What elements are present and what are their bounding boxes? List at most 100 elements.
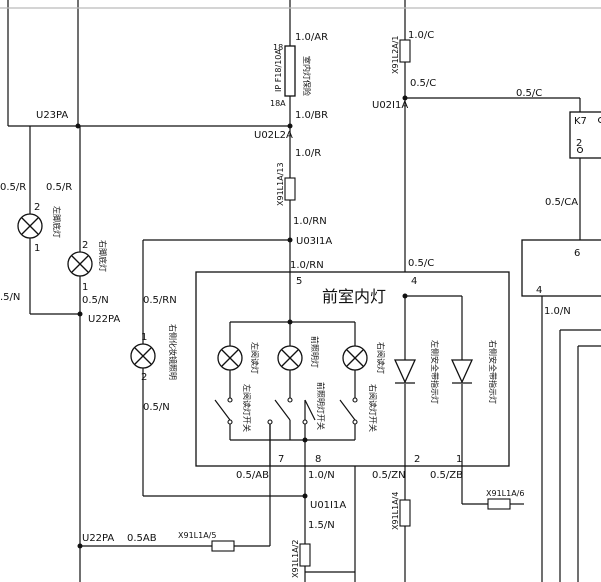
wire-label: 1.0/RN bbox=[293, 216, 327, 227]
junction-u22pa-b bbox=[77, 543, 83, 549]
switch-left-contact2 bbox=[227, 419, 233, 425]
connector-x91l2a-1 bbox=[399, 39, 411, 63]
component-label: 前照明灯开关 bbox=[316, 382, 326, 430]
wire-label: 1.5/N bbox=[308, 520, 335, 531]
left-belt-led-symbol bbox=[393, 359, 417, 384]
right-module-box bbox=[521, 239, 601, 297]
wire-label: 0.5/RN bbox=[143, 295, 177, 306]
wire-label: 0.5/ZB bbox=[430, 470, 463, 481]
junction-u01i1a bbox=[302, 493, 308, 499]
junction-led-feed bbox=[402, 293, 408, 299]
pin-number: 2 bbox=[576, 138, 582, 149]
wire-label: 0.5/N bbox=[143, 402, 170, 413]
connector-label: X91L1A/6 bbox=[486, 489, 524, 498]
switch-mid-contact2 bbox=[267, 419, 273, 425]
connector-label: X91L1A/2 bbox=[291, 540, 300, 578]
switch-right-contact2 bbox=[352, 419, 358, 425]
wire-label: 1.0/R bbox=[295, 148, 321, 159]
fuse-pin-bottom: 18A bbox=[270, 99, 286, 108]
component-label: 左阅读灯开关 bbox=[242, 384, 252, 432]
right-foot-lamp-symbol bbox=[67, 251, 93, 277]
switch-right-blade bbox=[339, 399, 356, 421]
splice-label: U03I1A bbox=[296, 236, 332, 247]
wire-label: 0.5/AB bbox=[236, 470, 269, 481]
fuse-name: 室内灯保险 bbox=[302, 56, 312, 96]
pin-number: 4 bbox=[411, 276, 417, 287]
right-vanity-lamp-symbol bbox=[130, 343, 156, 369]
splice-label: U22PA bbox=[88, 314, 120, 325]
wire-label: 1.0/AR bbox=[295, 32, 328, 43]
wire-label: 1.0/N bbox=[544, 306, 571, 317]
junction-internal-bus bbox=[287, 319, 293, 325]
component-label: 左阅读灯 bbox=[250, 342, 260, 374]
left-read-lamp-symbol bbox=[217, 345, 243, 371]
component-label: 右侧化妆镜照明 bbox=[168, 324, 178, 380]
wire-label: 0.5/C bbox=[516, 88, 542, 99]
switch-mid-contact bbox=[287, 397, 293, 403]
k7-label: K7 bbox=[574, 116, 587, 127]
pin-number: 6 bbox=[574, 248, 580, 259]
connector-label: X91L1A/13 bbox=[276, 162, 285, 206]
junction-u22pa-a bbox=[77, 311, 83, 317]
fuse-body bbox=[284, 45, 296, 97]
wire-label: 0.5/ZN bbox=[372, 470, 406, 481]
switch-right-contact bbox=[352, 397, 358, 403]
wire-label: 1.0/N bbox=[308, 470, 335, 481]
module-title: 前室内灯 bbox=[322, 287, 386, 306]
connector-x91l1a-13 bbox=[284, 177, 296, 201]
pin-number: 2 bbox=[82, 240, 88, 251]
component-label: 右脚底灯 bbox=[98, 240, 108, 272]
junction-u03i1a bbox=[287, 237, 293, 243]
illum-lamp-symbol bbox=[277, 345, 303, 371]
connector-x91l1a-2 bbox=[299, 543, 311, 567]
wire-label: 1.0/C bbox=[408, 30, 434, 41]
junction-u02l2a bbox=[287, 123, 293, 129]
k7-pin2 bbox=[576, 146, 584, 154]
component-label: 右侧安全带指示灯 bbox=[488, 340, 498, 404]
wire-label: 0.5/R bbox=[46, 182, 72, 193]
pin-number: 2 bbox=[414, 454, 420, 465]
component-label: 右阅读灯 bbox=[376, 342, 386, 374]
k7-pin-right bbox=[597, 116, 601, 124]
wire-label: 0.5/N bbox=[82, 295, 109, 306]
k7-relay-box bbox=[569, 111, 601, 159]
connector-x91l1a-6 bbox=[487, 498, 511, 510]
wire-label: 0.5AB bbox=[127, 533, 157, 544]
connector-x91l1a-4 bbox=[399, 499, 411, 527]
component-label: 左侧安全带指示灯 bbox=[430, 340, 440, 404]
fuse-pin-top: 18 bbox=[273, 43, 283, 52]
pin-number: 4 bbox=[536, 285, 542, 296]
junction-u23pa bbox=[75, 123, 81, 129]
component-label: 前照明灯 bbox=[310, 336, 320, 368]
connector-label: X91L2A/1 bbox=[391, 36, 400, 74]
wire-label: 1.0/BR bbox=[295, 110, 328, 121]
left-foot-lamp-symbol bbox=[17, 213, 43, 239]
splice-label: U02L2A bbox=[254, 130, 293, 141]
switch-mid-blade bbox=[274, 399, 291, 421]
pin-number: 1 bbox=[456, 454, 462, 465]
wire-label: 0.5/C bbox=[408, 258, 434, 269]
wire-label: 0.5/R bbox=[0, 182, 26, 193]
connector-x91l1a-5 bbox=[211, 540, 235, 552]
pin-number: 2 bbox=[34, 202, 40, 213]
pin-number: 8 bbox=[315, 454, 321, 465]
pin-number: 1 bbox=[34, 243, 40, 254]
splice-label: U02I1A bbox=[372, 100, 408, 111]
junction-u02i1a bbox=[402, 95, 408, 101]
fuse-rating: IP F18/10A bbox=[274, 49, 283, 92]
pin-number: 2 bbox=[141, 372, 147, 383]
wire-label: 0.5/C bbox=[410, 78, 436, 89]
right-belt-led-symbol bbox=[450, 359, 474, 384]
wire-label: 0.5/CA bbox=[545, 197, 578, 208]
switch-mid2-blade bbox=[304, 399, 316, 421]
splice-label: U22PA bbox=[82, 533, 114, 544]
switch-left-blade bbox=[214, 399, 231, 421]
connector-label: X91L1A/4 bbox=[391, 492, 400, 530]
pin-number: 7 bbox=[278, 454, 284, 465]
pin-number: 5 bbox=[296, 276, 302, 287]
pin-number: 1 bbox=[141, 332, 147, 343]
front-dome-module bbox=[195, 271, 510, 467]
right-read-lamp-symbol bbox=[342, 345, 368, 371]
